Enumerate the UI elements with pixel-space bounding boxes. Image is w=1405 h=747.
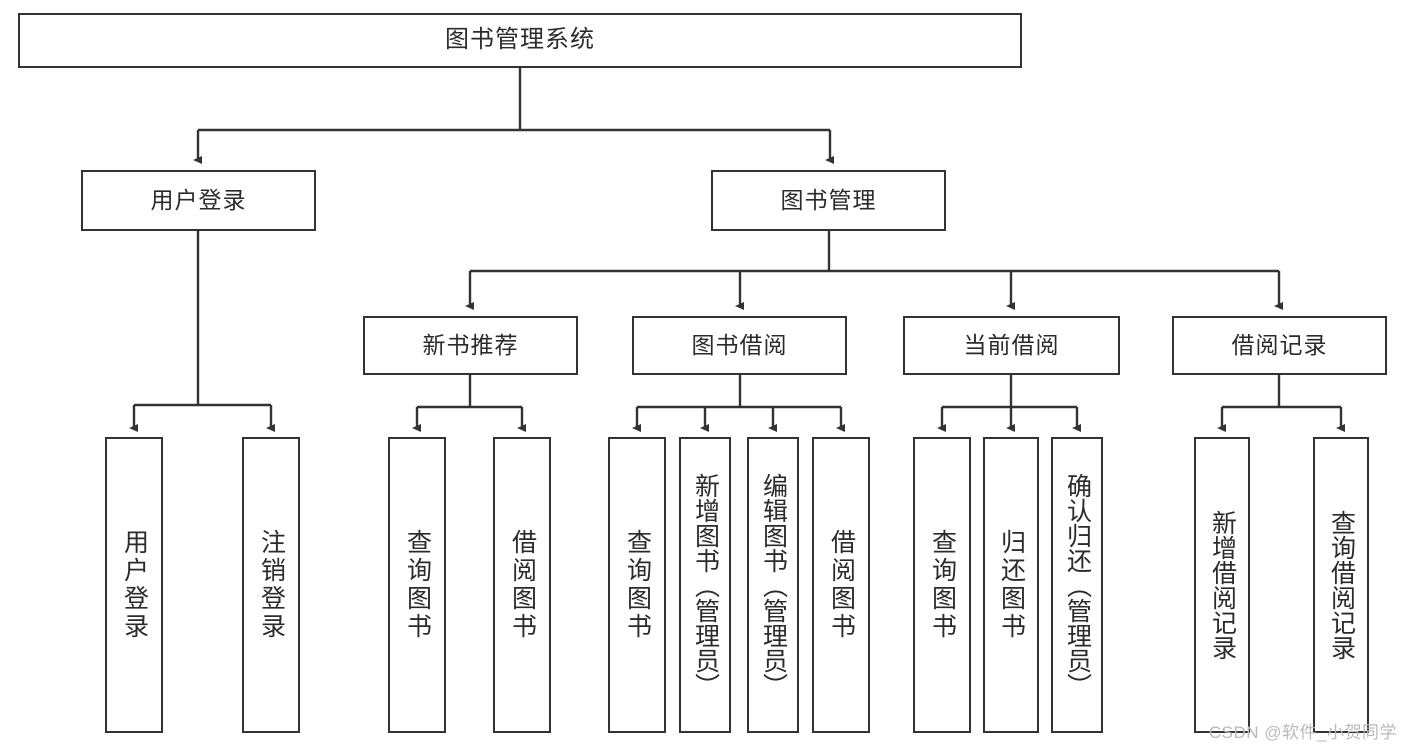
node-label: 用户登录 — [150, 186, 247, 213]
node-label: 新增借阅记录 — [1208, 510, 1237, 660]
leaf-edit-book-admin[interactable]: 编辑图书（管理员） — [747, 437, 799, 733]
node-label: 借阅图书 — [508, 529, 537, 641]
node-label: 查询图书 — [623, 529, 652, 641]
node-user-login[interactable]: 用户登录 — [81, 170, 316, 231]
leaf-add-book-admin[interactable]: 新增图书（管理员） — [679, 437, 731, 733]
node-label: 确认归还（管理员） — [1063, 472, 1092, 698]
node-book-manage[interactable]: 图书管理 — [711, 170, 946, 231]
leaf-confirm-return-admin[interactable]: 确认归还（管理员） — [1051, 437, 1103, 733]
leaf-query-book-recommend[interactable]: 查询图书 — [388, 437, 446, 733]
node-label: 新书推荐 — [422, 331, 519, 358]
leaf-user-login[interactable]: 用户登录 — [105, 437, 163, 733]
leaf-query-book-current[interactable]: 查询图书 — [913, 437, 971, 733]
node-label: 借阅记录 — [1231, 331, 1328, 358]
node-root-system[interactable]: 图书管理系统 — [18, 13, 1022, 68]
node-borrow-record[interactable]: 借阅记录 — [1172, 316, 1387, 375]
node-label: 图书借阅 — [691, 331, 788, 358]
node-label: 当前借阅 — [963, 331, 1060, 358]
leaf-borrow-book-recommend[interactable]: 借阅图书 — [493, 437, 551, 733]
node-label: 注销登录 — [257, 529, 286, 641]
node-label: 查询图书 — [928, 529, 957, 641]
leaf-borrow-book-borrow[interactable]: 借阅图书 — [812, 437, 870, 733]
csdn-watermark: CSDN @软件_小贺同学 — [1208, 723, 1397, 742]
node-new-book-recommend[interactable]: 新书推荐 — [363, 316, 578, 375]
node-current-borrow[interactable]: 当前借阅 — [903, 316, 1120, 375]
leaf-return-book[interactable]: 归还图书 — [983, 437, 1039, 733]
leaf-user-logout[interactable]: 注销登录 — [242, 437, 300, 733]
node-label: 借阅图书 — [827, 529, 856, 641]
leaf-add-borrow-record[interactable]: 新增借阅记录 — [1194, 437, 1250, 733]
node-label: 查询借阅记录 — [1327, 510, 1356, 660]
node-label: 用户登录 — [120, 529, 149, 641]
node-label: 图书管理 — [780, 186, 877, 213]
node-label: 图书管理系统 — [445, 26, 595, 54]
node-book-borrow[interactable]: 图书借阅 — [632, 316, 847, 375]
node-label: 查询图书 — [403, 529, 432, 641]
leaf-query-book-borrow[interactable]: 查询图书 — [608, 437, 666, 733]
node-label: 新增图书（管理员） — [691, 472, 720, 698]
node-label: 编辑图书（管理员） — [759, 472, 788, 698]
node-label: 归还图书 — [997, 529, 1026, 641]
leaf-query-borrow-record[interactable]: 查询借阅记录 — [1313, 437, 1369, 733]
